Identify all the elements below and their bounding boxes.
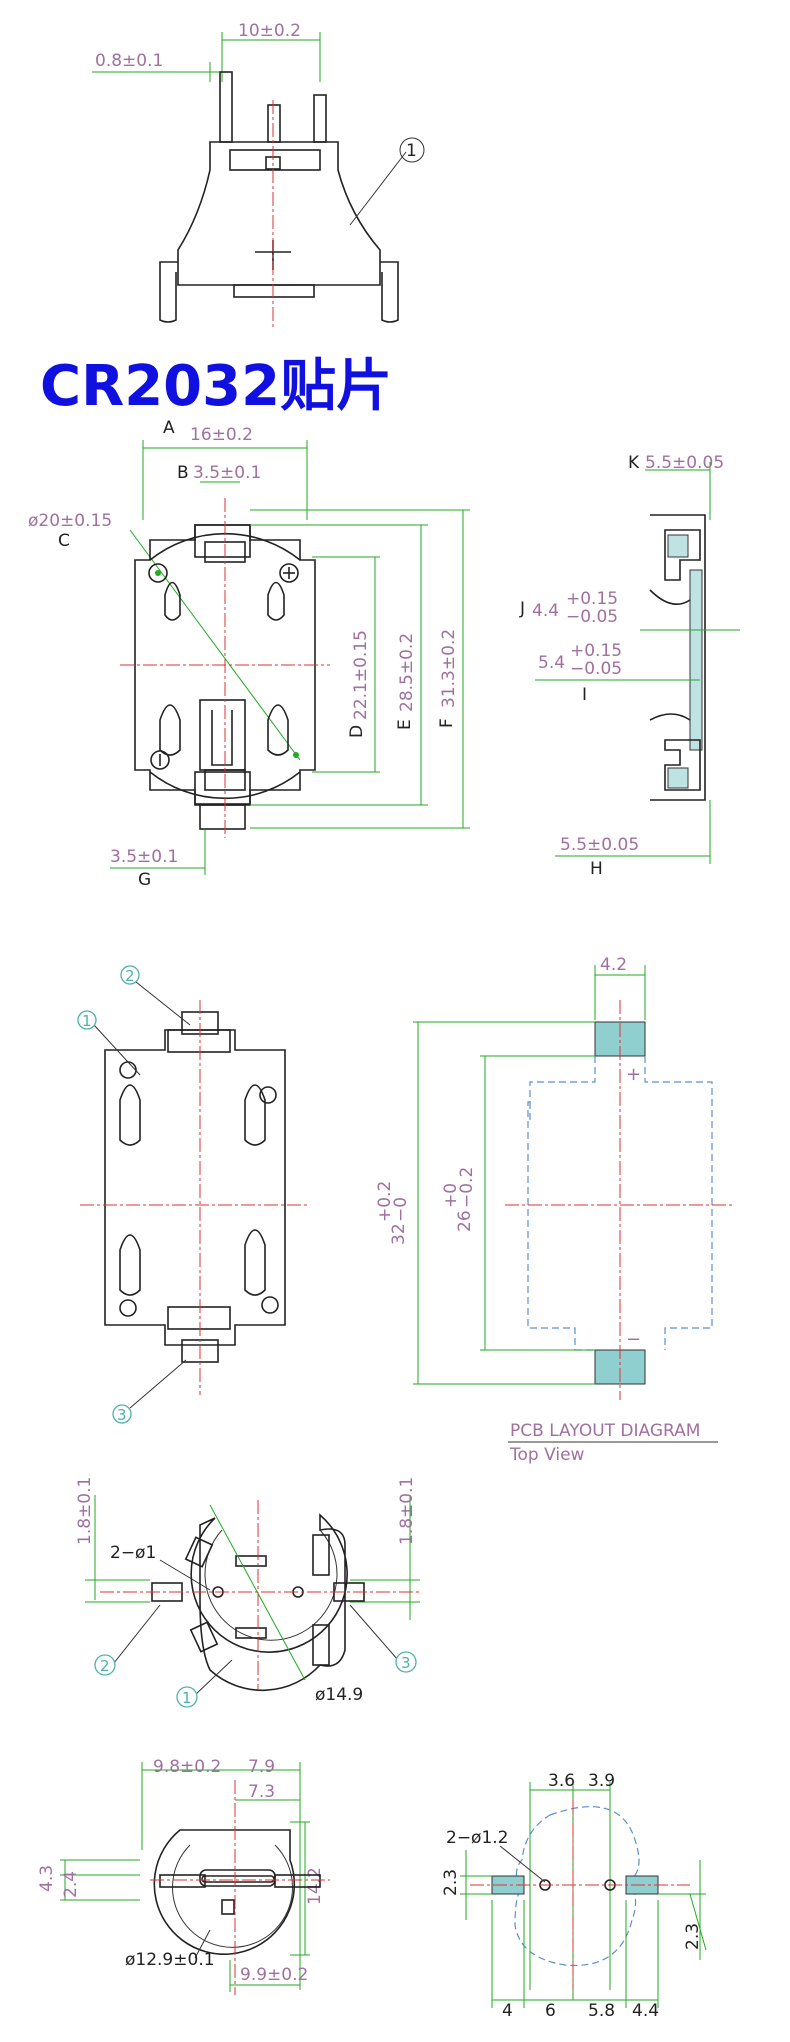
small-pcb-top2: 3.9	[588, 1771, 615, 1791]
small-pcb-bottom-2: 6	[545, 2001, 556, 2021]
inner-lower: −0.2	[457, 1167, 477, 1208]
dim-J-letter: J	[519, 599, 525, 619]
dim-I-upper: +0.15	[570, 641, 622, 661]
dim-D-letter: D	[347, 725, 367, 738]
dim-B-letter: B	[177, 463, 189, 483]
round-left-dim: 1.8±0.1	[75, 1477, 95, 1545]
small-view: 9.8±0.2 7.9 7.3 14.2 4.3 2.4 ø12.9±0.1 9…	[37, 1757, 330, 1995]
dim-F-letter: F	[437, 718, 457, 728]
holder-view: 2 1 3	[77, 965, 310, 1424]
dim-0.8: 0.8±0.1	[95, 51, 163, 71]
dim-J-upper: +0.15	[566, 589, 618, 609]
pcb-plus: +	[626, 1064, 641, 1085]
pcb-minus: −	[626, 1329, 641, 1350]
top-view: 10±0.2 0.8±0.1 1	[92, 21, 425, 330]
small-top3: 7.3	[248, 1782, 275, 1802]
round-view: 1.8±0.1 1.8±0.1 2−ø1 ø14.9 2 1 3	[75, 1477, 420, 1708]
small-diameter: ø12.9±0.1	[125, 1950, 215, 1970]
small-pcb-top1: 3.6	[548, 1771, 575, 1791]
small-left2: 2.4	[61, 1871, 81, 1898]
inner-upper: +0	[441, 1183, 461, 1208]
dim-J-lower: −0.05	[566, 607, 618, 627]
dim-A-letter: A	[163, 418, 175, 438]
pcb-layout-subtitle: Top View	[509, 1445, 585, 1465]
small-pcb-bottom-3: 5.8	[588, 2001, 615, 2021]
inner-value: 26	[455, 1210, 475, 1232]
small-pcb-left: 2.3	[441, 1869, 461, 1896]
dim-K-letter: K	[628, 453, 640, 473]
page-title: CR2032贴片	[40, 354, 392, 419]
callout-1b: 1	[82, 1012, 92, 1030]
small-pcb-holes: 2−ø1.2	[446, 1828, 509, 1848]
outer-upper: +0.2	[375, 1181, 395, 1222]
small-pcb-bottom-4: 4.4	[632, 2001, 659, 2021]
callout-2: 2	[125, 967, 135, 985]
round-holes: 2−ø1	[110, 1543, 156, 1563]
small-pcb: 3.6 3.9 2−ø1.2 2.3 2.3 4 6 5.8 4.4	[441, 1771, 707, 2021]
dim-E: 28.5±0.2	[397, 633, 417, 712]
dim-C-letter: C	[58, 531, 70, 551]
small-right1: 14.2	[305, 1867, 325, 1905]
dim-C: ø20±0.15	[28, 511, 112, 531]
side-view: K 5.5±0.05 J 4.4 +0.15 −0.05 5.4 +0.15 −…	[519, 453, 740, 879]
round-right-dim: 1.8±0.1	[397, 1477, 417, 1545]
round-callout-3: 3	[401, 1654, 411, 1672]
pcb-layout-title: PCB LAYOUT DIAGRAM	[510, 1421, 700, 1441]
round-callout-2: 2	[100, 1657, 110, 1675]
dim-H-letter: H	[590, 859, 603, 879]
dim-G: 3.5±0.1	[110, 847, 178, 867]
small-bottom: 9.9±0.2	[240, 1965, 308, 1985]
heading: CR2032贴片	[40, 354, 392, 419]
dim-D: 22.1±0.15	[351, 630, 371, 720]
dim-F: 31.3±0.2	[439, 629, 459, 708]
outer-value: 32	[389, 1223, 409, 1245]
main-view: A 16±0.2 B 3.5±0.1 ø20±0.15 C	[28, 418, 470, 890]
small-pcb-right: 2.3	[683, 1923, 703, 1950]
callout-1: 1	[406, 141, 417, 161]
dim-G-letter: G	[138, 870, 151, 890]
dim-10: 10±0.2	[238, 21, 301, 41]
small-top2: 7.9	[248, 1757, 275, 1777]
dim-A: 16±0.2	[190, 425, 253, 445]
small-left1: 4.3	[37, 1865, 57, 1892]
round-callout-1: 1	[182, 1689, 192, 1707]
round-diameter: ø14.9	[315, 1685, 363, 1705]
callout-3: 3	[117, 1406, 127, 1424]
small-top1: 9.8±0.2	[153, 1757, 221, 1777]
dim-J: 4.4	[532, 601, 559, 621]
dim-E-letter: E	[395, 719, 415, 730]
small-pcb-bottom-1: 4	[502, 2001, 513, 2021]
dim-H: 5.5±0.05	[560, 835, 639, 855]
pad-width: 4.2	[600, 955, 627, 975]
dim-I-lower: −0.05	[570, 659, 622, 679]
outer-lower: −0	[391, 1197, 411, 1222]
dim-I-letter: I	[582, 685, 587, 705]
dim-K: 5.5±0.05	[645, 453, 724, 473]
dim-I: 5.4	[538, 653, 565, 673]
dim-B: 3.5±0.1	[193, 463, 261, 483]
pcb-layout: 4.2 + − 32 +0.2 −0 26 +0 −0.2 PCB LAYOUT…	[375, 955, 735, 1465]
